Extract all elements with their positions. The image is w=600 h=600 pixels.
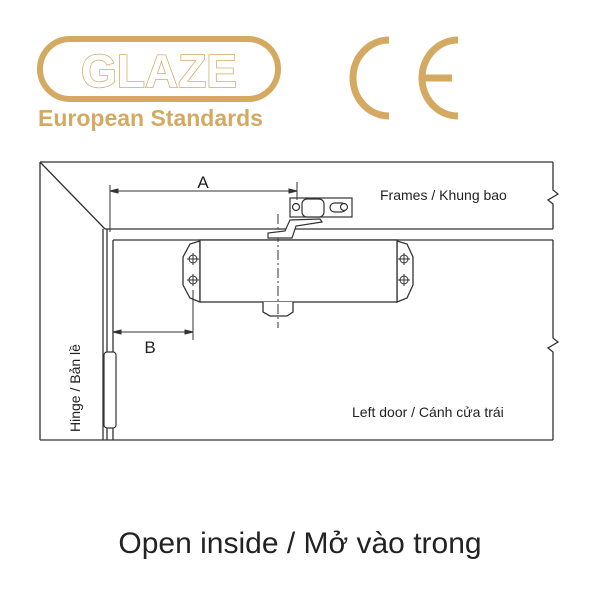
glaze-logo: GLAZE GLAZE [37, 36, 281, 102]
ce-mark-icon [349, 36, 459, 120]
frame-label: Frames / Khung bao [380, 187, 507, 203]
dimension-lines [109, 182, 298, 340]
hinge-label: Hinge / Bản lề [67, 344, 83, 432]
hinge [103, 351, 117, 429]
dimension-a-label: A [197, 173, 209, 192]
logo-text-outline: GLAZE [81, 45, 237, 97]
door-closer [182, 214, 414, 328]
arm-bracket [267, 197, 353, 239]
door-label: Left door / Cánh cửa trái [352, 404, 504, 420]
tagline: European Standards [38, 105, 263, 131]
dimension-b-label: B [144, 338, 155, 357]
caption: Open inside / Mở vào trong [118, 527, 481, 560]
logo-text: GLAZE [81, 45, 237, 97]
